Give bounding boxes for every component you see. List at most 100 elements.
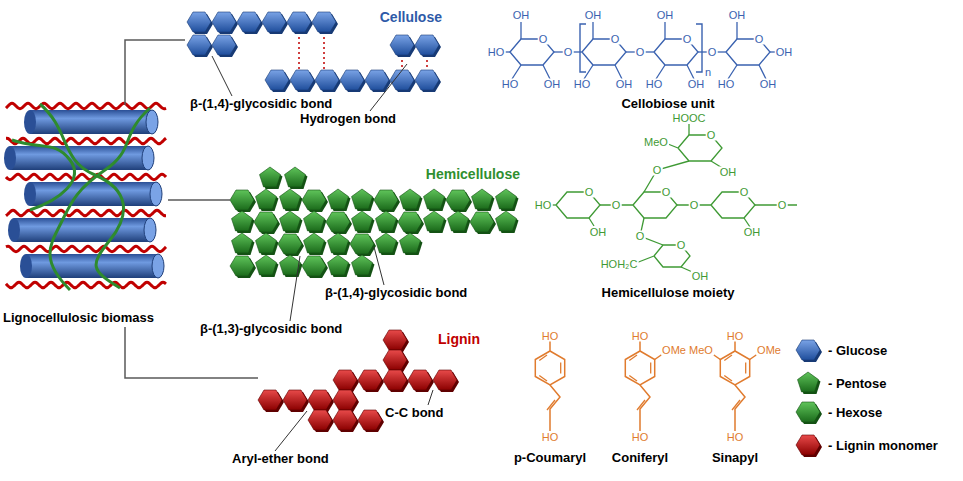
atom-label: OH (512, 10, 531, 21)
bond-line (724, 376, 732, 382)
bond-line (696, 24, 702, 72)
atom-label: HO (541, 432, 560, 443)
hexose-unit (415, 70, 439, 90)
pentose-unit (376, 233, 397, 253)
atom-label: O (635, 231, 646, 242)
lignin-unit (358, 370, 382, 390)
pentose-unit (328, 233, 349, 253)
bond-line (549, 341, 551, 351)
hexose-unit (390, 70, 414, 90)
pentose-unit (260, 167, 281, 187)
legend-samples (796, 340, 822, 457)
bond-line (656, 65, 665, 79)
atom-label: OH (543, 79, 562, 90)
bond-line (629, 376, 637, 382)
pentose-unit (285, 167, 306, 187)
figure-label: Lignocellulosic biomass (3, 311, 154, 325)
bond-line (640, 385, 650, 431)
bond-line (589, 218, 594, 226)
bond-line (547, 400, 555, 410)
connector (168, 199, 230, 201)
hexose-unit (315, 70, 339, 90)
pentose-unit (256, 189, 277, 209)
bond-line (724, 355, 732, 361)
hemicellulose-structure (550, 124, 797, 274)
lignin-wave (6, 103, 166, 108)
biomass-illustration (4, 103, 166, 290)
atom-label: HOH₂C (600, 259, 639, 270)
pentose-unit (352, 255, 373, 275)
hexose-unit (278, 234, 302, 254)
pentose-unit (424, 189, 445, 209)
hexose-unit (265, 70, 289, 90)
atom-label: OH (759, 79, 778, 90)
bond-line (615, 65, 622, 79)
bond-line (543, 65, 550, 79)
component-panel: Cellulose (185, 8, 442, 94)
annotation-label: C-C bond (385, 406, 443, 419)
atom-label: OH (728, 10, 747, 21)
atom-label: O (538, 34, 549, 45)
atom-label: O (739, 187, 750, 198)
lignin-unit (333, 370, 357, 390)
annotation-label: β-(1,3)-glycosidic bond (200, 322, 342, 335)
atom-label: OH (719, 167, 738, 178)
annotation-label: β-(1,4)-glycosidic bond (325, 286, 467, 299)
monolignol-structures (535, 341, 759, 431)
bond-line (625, 351, 654, 385)
atom-label: HO (573, 79, 592, 90)
lignin-unit (283, 390, 307, 410)
cellulose-fibril (20, 254, 164, 278)
bond-line (668, 144, 678, 148)
atom-label: HOOC (672, 113, 707, 124)
bond-line (759, 65, 766, 79)
pentose-unit (352, 211, 373, 231)
atom-label: OH (656, 10, 675, 21)
bond-line (735, 385, 745, 431)
atom-label: HO (631, 331, 650, 342)
atom-label: O (676, 240, 687, 251)
legend-text: - Lignin monomer (828, 439, 938, 452)
atom-label: HO (534, 200, 553, 211)
leader-lines (212, 56, 433, 451)
atom-label: O (563, 47, 574, 58)
bond-line (629, 355, 637, 361)
lignin-unit (433, 370, 457, 390)
hexose-unit (446, 190, 470, 210)
bond-line (687, 65, 694, 79)
hexose-unit (312, 12, 336, 32)
annotation-label: Cellobiose unit (621, 97, 714, 110)
hexose-unit (796, 435, 820, 455)
legend-text: - Pentose (828, 377, 887, 390)
atom-label: O (777, 200, 788, 211)
atom-label: O (706, 130, 717, 141)
bond-line (592, 22, 593, 39)
atom-label: O (661, 187, 672, 198)
lignin-strand (6, 103, 166, 287)
hexose-unit (187, 35, 211, 55)
lignin-unit (258, 390, 282, 410)
pentose-unit (472, 189, 493, 209)
bond-line (637, 400, 645, 410)
pentose-unit (256, 233, 277, 253)
hexose-unit (237, 12, 261, 32)
annotation-label: Hydrogen bond (300, 112, 396, 125)
atom-label: OH (615, 79, 634, 90)
lignin-unit (383, 350, 407, 370)
bond-line (560, 363, 561, 374)
atom-label: O (611, 200, 622, 211)
hexose-unit (796, 340, 820, 360)
bond-line (720, 351, 749, 385)
hexose-unit (212, 35, 236, 55)
bond-line (298, 32, 300, 70)
atom-label: HO (487, 47, 506, 58)
atom-label: O (707, 47, 718, 58)
component-panel: Lignin (258, 330, 480, 450)
pentose-unit (376, 211, 397, 231)
hexose-unit (302, 190, 326, 210)
lignin-wave (6, 174, 166, 179)
lignin-polymer (258, 330, 459, 432)
hexose-unit (326, 212, 350, 232)
hemicellulose-chain (230, 167, 519, 278)
hexose-unit (470, 212, 494, 232)
